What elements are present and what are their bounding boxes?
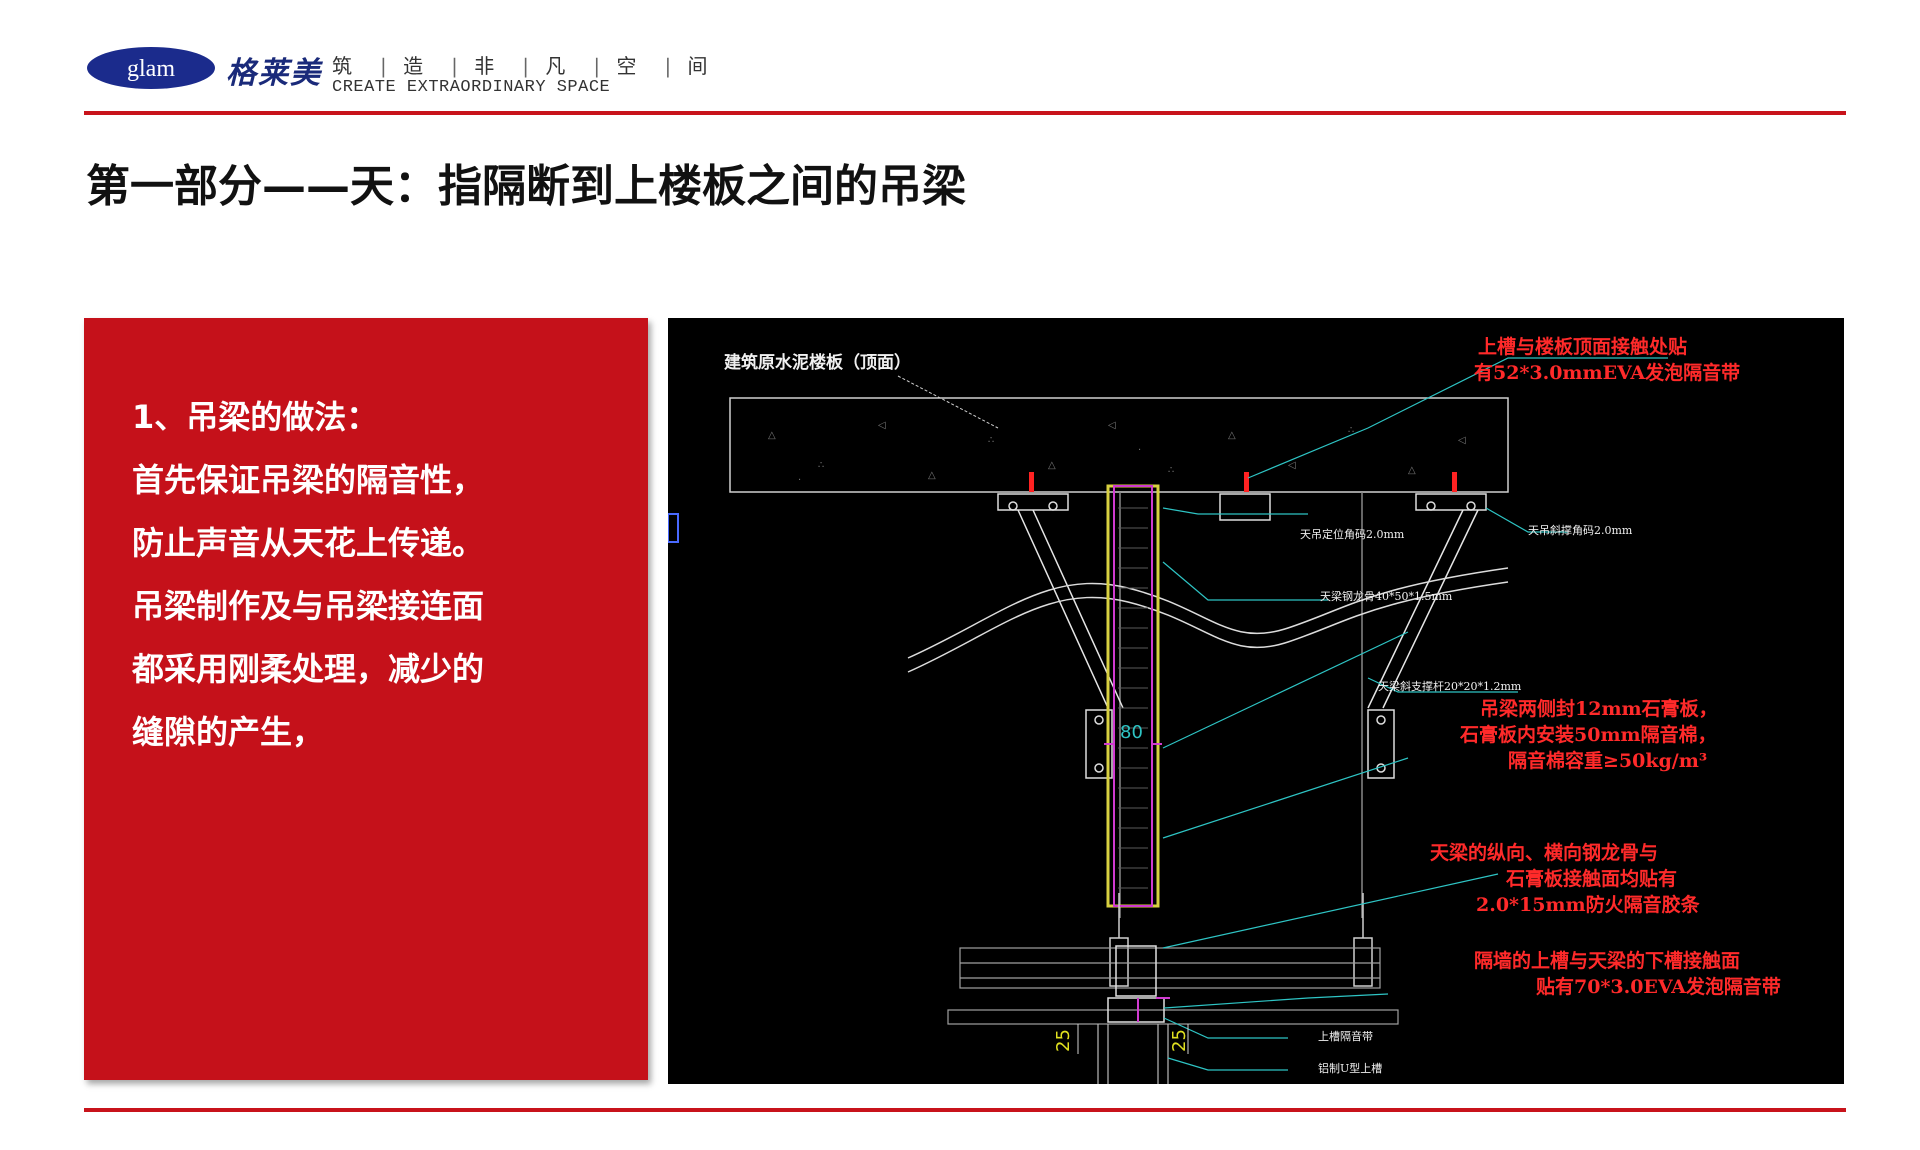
- tagline-char: 筑: [332, 54, 352, 78]
- svg-text:·: ·: [798, 475, 801, 486]
- label-positioning-angle: 天吊定位角码2.0mm: [1300, 528, 1405, 541]
- description-line: 都采用刚柔处理，减少的: [132, 650, 485, 688]
- footer-divider: [84, 1108, 1846, 1112]
- tagline-en: CREATE EXTRAORDINARY SPACE: [332, 78, 611, 97]
- tagline-char: 空: [616, 54, 637, 78]
- svg-text:∴: ∴: [818, 460, 824, 471]
- svg-text:△: △: [768, 430, 776, 441]
- svg-text:△: △: [1228, 430, 1236, 441]
- svg-text:△: △: [928, 470, 936, 481]
- description-panel: 1、吊梁的做法： 首先保证吊梁的隔音性， 防止声音从天花上传递。 吊梁制作及与吊…: [84, 318, 648, 1080]
- label-upper-channel: 铝制U型上槽: [1318, 1062, 1383, 1075]
- dimension-left: 25: [1052, 1029, 1074, 1052]
- description-text: 1、吊梁的做法： 首先保证吊梁的隔音性， 防止声音从天花上传递。 吊梁制作及与吊…: [132, 386, 484, 764]
- description-line: 吊梁制作及与吊梁接连面: [132, 587, 485, 625]
- svg-text:△: △: [1048, 460, 1056, 471]
- label-brace: 天梁斜支撑杆20*20*1.2mm: [1378, 680, 1522, 693]
- note-top-line2: 有52*3.0mmEVA发泡隔音带: [1474, 362, 1741, 384]
- description-line: 缝隙的产生，: [132, 713, 325, 751]
- svg-text:∴: ∴: [1168, 465, 1174, 476]
- label-fixing-angle: 天吊斜撑角码2.0mm: [1528, 524, 1633, 537]
- dimension-right: 25: [1168, 1029, 1190, 1052]
- svg-text:◁: ◁: [1288, 460, 1296, 471]
- svg-text:◁: ◁: [1108, 420, 1116, 431]
- tagline-char: 造: [403, 54, 424, 78]
- svg-text:◁: ◁: [1458, 435, 1466, 446]
- description-line: 防止声音从天花上传递。: [132, 524, 485, 562]
- note-gypsum-line2: 石膏板内安装50mm隔音棉，: [1460, 724, 1717, 746]
- slab-label: 建筑原水泥楼板（顶面）: [724, 353, 911, 373]
- page-title: 第一部分——天：指隔断到上楼板之间的吊梁: [86, 161, 966, 212]
- logo-text: glam: [127, 56, 175, 82]
- svg-text:∴: ∴: [988, 435, 994, 446]
- svg-text:◁: ◁: [878, 420, 886, 431]
- tagline-char: 间: [687, 54, 708, 78]
- note-keel-line1: 天梁的纵向、横向钢龙骨与: [1430, 842, 1659, 864]
- label-keel: 天梁钢龙骨40*50*1.5mm: [1320, 590, 1453, 603]
- note-bottom-line2: 贴有70*3.0EVA发泡隔音带: [1536, 976, 1781, 998]
- note-keel-line3: 2.0*15mm防火隔音胶条: [1476, 894, 1700, 916]
- note-bottom-line1: 隔墙的上槽与天梁的下槽接触面: [1474, 950, 1741, 972]
- brand-name: 格莱美: [226, 56, 322, 91]
- tagline-char: 非: [474, 54, 495, 78]
- note-keel-line2: 石膏板接触面均贴有: [1506, 868, 1678, 890]
- cad-section-drawing: △ ∴ ◁ △ ∴ △ ◁ ∴ △ ◁ ∴ △ ◁ · ·: [668, 318, 1844, 1084]
- label-upper-strip: 上槽隔音带: [1318, 1030, 1373, 1043]
- description-line: 1、吊梁的做法：: [132, 398, 379, 436]
- note-gypsum-line1: 吊梁两侧封12mm石膏板，: [1480, 698, 1718, 720]
- svg-text:∴: ∴: [1348, 425, 1354, 436]
- glam-logo: glam: [87, 47, 215, 89]
- note-gypsum-line3: 隔音棉容重≥50kg/m³: [1508, 750, 1708, 772]
- cad-linework: △ ∴ ◁ △ ∴ △ ◁ ∴ △ ◁ ∴ △ ◁ · ·: [668, 357, 1668, 1084]
- description-line: 首先保证吊梁的隔音性，: [132, 461, 485, 499]
- tagline-char: 凡: [545, 54, 566, 78]
- dimension-center: 80: [1120, 722, 1143, 743]
- svg-text:△: △: [1408, 465, 1416, 476]
- concrete-slab: [729, 397, 1509, 493]
- note-top-line1: 上槽与楼板顶面接触处贴: [1478, 336, 1688, 358]
- svg-text:·: ·: [1138, 445, 1141, 456]
- header-divider: [84, 111, 1846, 115]
- tagline-cn: 筑| 造| 非| 凡| 空| 间: [332, 50, 736, 79]
